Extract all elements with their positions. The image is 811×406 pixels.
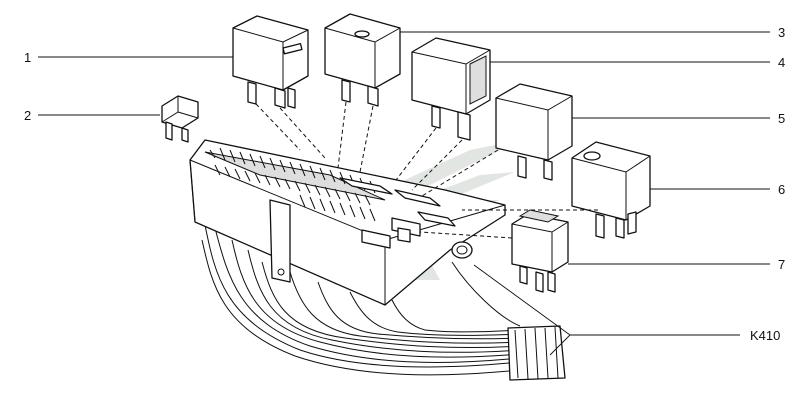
callout-4: 4 xyxy=(778,55,785,70)
assembly-lines xyxy=(255,101,598,239)
fuse xyxy=(161,95,199,143)
callout-7: 7 xyxy=(778,257,785,272)
relay-4 xyxy=(411,37,491,141)
callout-3: 3 xyxy=(778,25,785,40)
relay-7 xyxy=(511,209,569,293)
leader-lines xyxy=(38,31,770,356)
callout-2: 2 xyxy=(24,108,31,123)
callout-k410: K410 xyxy=(750,328,780,343)
relay-5 xyxy=(495,83,573,181)
callout-labels: 1 2 3 4 5 6 7 K410 xyxy=(24,25,785,343)
relay-3 xyxy=(324,13,401,107)
callout-5: 5 xyxy=(778,111,785,126)
relay-6 xyxy=(571,141,651,239)
callout-6: 6 xyxy=(778,182,785,197)
wiring-harness xyxy=(201,224,566,381)
fuse-box xyxy=(189,139,506,306)
relay-1 xyxy=(232,15,309,109)
callout-1: 1 xyxy=(24,50,31,65)
